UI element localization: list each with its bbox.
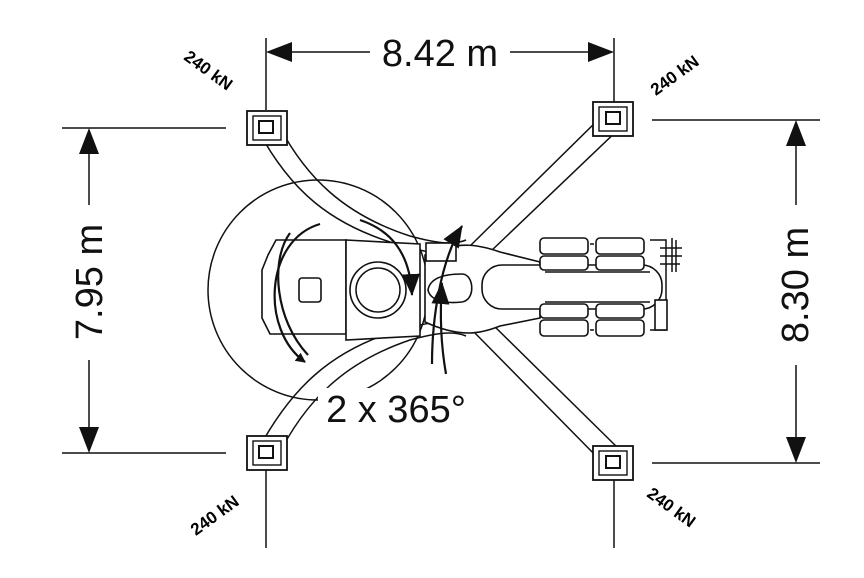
pad-top-left <box>246 110 288 146</box>
pad-bottom-right <box>592 445 634 481</box>
rotation-arrows <box>273 218 463 375</box>
load-label-bottom-right: 240 kN <box>643 484 699 532</box>
load-label-top-right: 240 kN <box>647 52 703 100</box>
pad-top-right <box>592 101 634 137</box>
cab-window <box>298 277 322 303</box>
width-arrow-right <box>588 42 614 62</box>
left-arrow-top <box>79 128 99 154</box>
left-arrow-bottom <box>79 427 99 453</box>
load-label-bottom-left: 240 kN <box>187 492 243 540</box>
load-label-top-left: 240 kN <box>180 47 236 95</box>
turntable <box>349 261 407 319</box>
width-dimension: 8.42 m <box>265 33 615 110</box>
left-length-label: 7.95 m <box>69 224 111 340</box>
right-length-dimension: 8.30 m <box>652 119 820 464</box>
left-length-dimension: 7.95 m <box>62 127 226 454</box>
right-length-label: 8.30 m <box>775 227 817 343</box>
outrigger-pads <box>246 101 634 481</box>
track-wheels <box>539 237 645 337</box>
slew-label: 2 x 365° <box>326 389 466 431</box>
undercarriage <box>424 237 682 337</box>
pad-bottom-left <box>246 435 288 471</box>
upper-structure <box>261 239 421 341</box>
slew-label-bg <box>318 388 474 428</box>
width-arrow-left <box>266 42 292 62</box>
right-arrow-bottom <box>786 437 806 463</box>
right-arrow-top <box>786 120 806 146</box>
width-label: 8.42 m <box>382 33 498 75</box>
